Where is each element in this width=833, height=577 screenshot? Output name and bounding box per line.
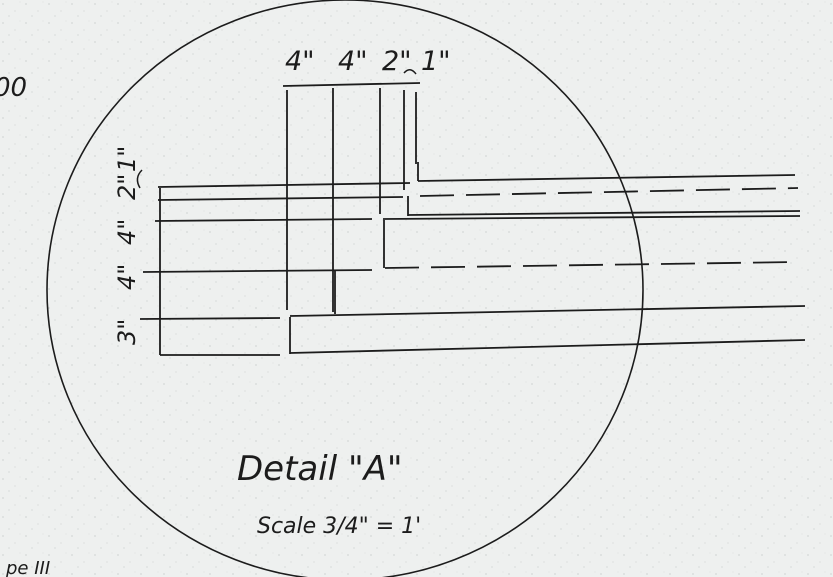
line-top-right <box>417 174 796 182</box>
detail-title: Detail "A" <box>237 449 403 489</box>
line-second-left <box>157 196 404 201</box>
top-dimensions: 4" 4" 2" 1" <box>285 46 451 77</box>
layer-lines <box>139 174 806 356</box>
dim-top-2: 4" <box>338 46 368 77</box>
line-third-right <box>407 210 801 216</box>
line-block-top <box>382 215 801 220</box>
sheet-fragment-top-left: 00 <box>0 73 27 103</box>
sheet-fragment-bottom-left: pe III <box>5 558 50 577</box>
leader-left-1in <box>136 169 143 189</box>
detail-scale: Scale 3/4" = 1' <box>257 514 421 539</box>
dim-left-3: 4" <box>113 219 141 245</box>
line-third-left <box>154 218 373 222</box>
dim-top-4: 1" <box>421 46 451 77</box>
line-fifth-left <box>139 317 281 320</box>
dim-left-5: 1" <box>113 146 141 172</box>
dim-left-1: 3" <box>113 319 141 345</box>
dim-left-4: 2" <box>113 174 141 200</box>
dim-left-2: 4" <box>113 264 141 290</box>
dim-top-1: 4" <box>285 46 315 77</box>
top-dimension-line <box>282 82 421 87</box>
dim-top-3: 2" <box>382 46 412 77</box>
leader-top-1in <box>403 69 417 75</box>
detail-circle <box>46 0 644 577</box>
left-dimensions: 3" 4" 4" 2" 1" <box>113 146 141 345</box>
line-top-left <box>157 182 411 188</box>
line-bottom-right <box>289 339 806 354</box>
dashed-line-upper <box>419 187 799 197</box>
dashed-line-lower <box>384 261 799 269</box>
hidden-lines <box>384 187 799 269</box>
line-fifth-right <box>289 305 806 317</box>
vertical-lines <box>159 82 421 355</box>
